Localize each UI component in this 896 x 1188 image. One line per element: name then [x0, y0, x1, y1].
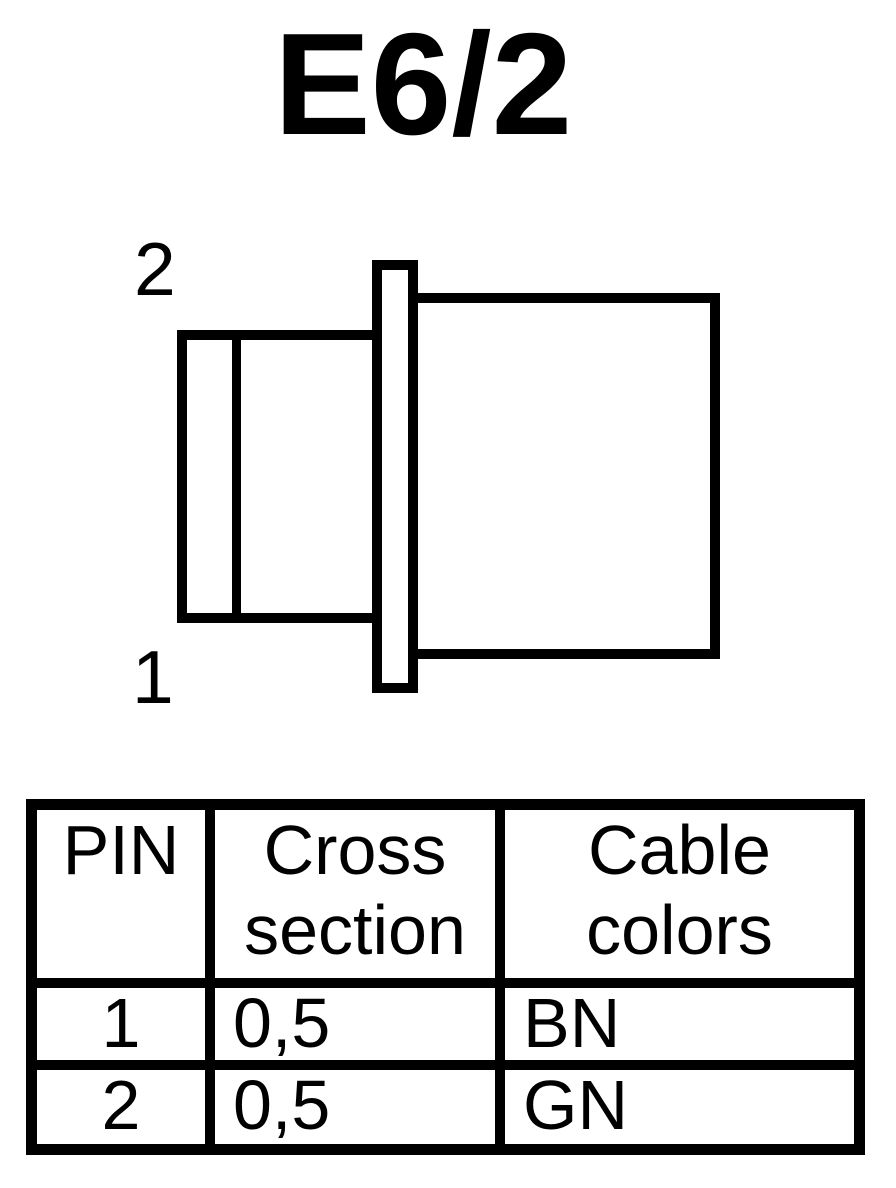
pin-table-row1-cable-color-cell: BN: [505, 988, 854, 1060]
pin-2-label: 2: [134, 227, 176, 311]
pin-table: PIN Cross section Cable colors 1 0,5 BN …: [26, 799, 865, 1155]
connector-diagram: 2 1: [132, 227, 720, 719]
pin-1-label: 1: [132, 635, 174, 719]
pin-table-row2-cable-color-cell: GN: [505, 1070, 854, 1144]
pin-table-row1-pin-cell: 1: [37, 988, 205, 1060]
connector-rear-inner-line: [232, 336, 241, 616]
connector-rear-section: [177, 330, 383, 623]
pin-table-header-pin: PIN: [37, 810, 205, 978]
pin-table-row2-cross-section-cell: 0,5: [215, 1070, 495, 1144]
pin-table-row2-pin-cell: 2: [37, 1070, 205, 1144]
connector-flange: [372, 260, 418, 693]
pin-table-header-cable-colors: Cable colors: [505, 810, 854, 978]
connector-body: [408, 293, 720, 659]
pin-table-row1-cross-section-cell: 0,5: [215, 988, 495, 1060]
pin-table-header-cross-section: Cross section: [215, 810, 495, 978]
page-title: E6/2: [274, 3, 573, 165]
